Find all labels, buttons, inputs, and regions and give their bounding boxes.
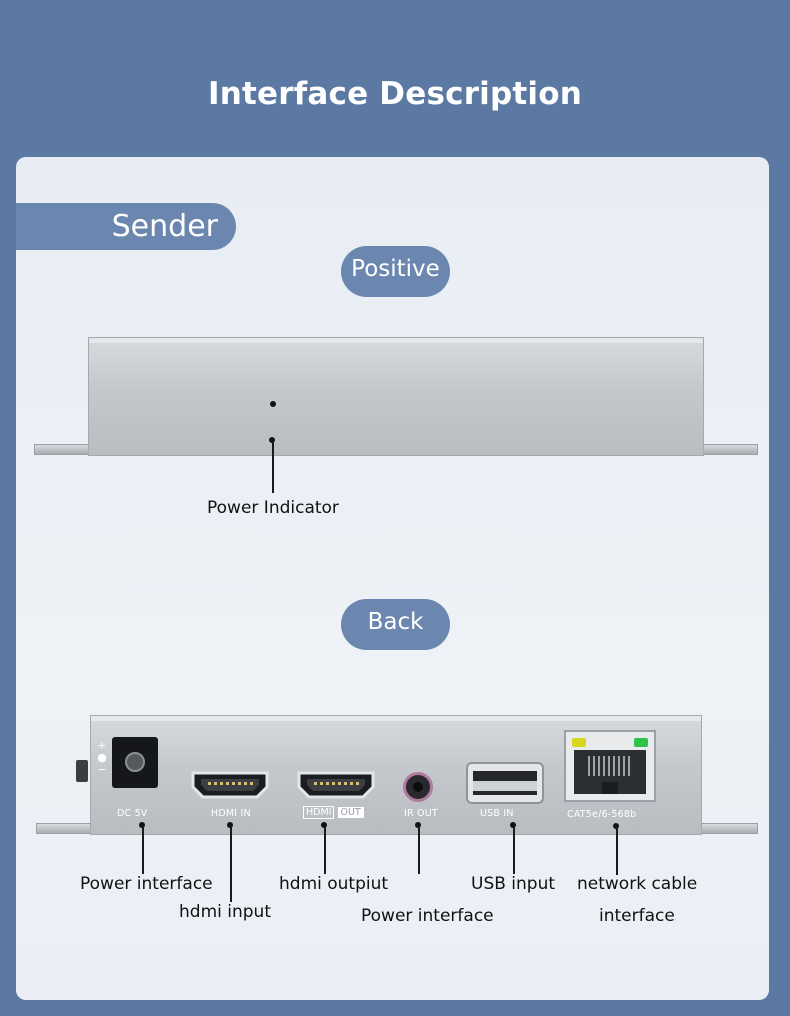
hdmi-out-port-icon <box>297 771 375 799</box>
front-right-flange <box>700 444 758 455</box>
power-interface-callout: Power interface <box>80 874 213 894</box>
ir-out-leader-line <box>418 826 420 874</box>
front-indicator-hole <box>270 401 276 407</box>
hdmi-out-leader-line <box>324 826 326 874</box>
usb-leader-dot <box>510 822 516 828</box>
back-view-badge: Back <box>341 599 450 650</box>
rj45-green-led <box>634 738 648 747</box>
rj45-port <box>564 730 656 802</box>
cat-port-label: CAT5e/6-568b <box>567 809 637 820</box>
usb-tongue <box>473 781 537 791</box>
hdmi-in-port-icon <box>191 771 269 799</box>
ir-out-jack <box>403 772 433 802</box>
page-title: Interface Description <box>207 76 583 112</box>
front-left-flange <box>34 444 92 455</box>
hdmi-output-callout: hdmi outpiut <box>279 874 389 894</box>
usb-input-callout: USB input <box>471 874 556 894</box>
usb-in-port-label: USB IN <box>480 808 514 819</box>
hdmi-out-label-boxed: HDMI <box>303 806 335 819</box>
hdmi-in-port-label: HDMI IN <box>211 808 251 819</box>
power-indicator-led <box>269 437 275 443</box>
rj45-contacts <box>588 756 632 776</box>
dc-power-jack <box>112 737 158 788</box>
dc-leader-dot <box>139 822 145 828</box>
usb-leader-line <box>513 826 515 874</box>
back-right-flange <box>700 823 758 834</box>
hdmi-out-leader-dot <box>321 822 327 828</box>
back-left-flange <box>36 823 94 834</box>
dc-port-label: DC 5V <box>117 808 148 819</box>
power-indicator-callout: Power Indicator <box>207 498 339 518</box>
ir-power-interface-callout: Power interface <box>361 906 494 926</box>
hdmi-in-leader-line <box>230 826 232 902</box>
hdmi-in-leader-dot <box>227 822 233 828</box>
usb-port-slot <box>473 771 537 795</box>
network-cable-callout-line2: interface <box>599 906 675 926</box>
dc-jack-hole-icon <box>125 752 145 772</box>
back-side-screw <box>76 760 88 782</box>
hdmi-out-label-plain: OUT <box>337 807 364 818</box>
dc-leader-line <box>142 826 144 874</box>
network-leader-dot <box>613 823 619 829</box>
rj45-yellow-led <box>572 738 586 747</box>
section-tab-label: Sender <box>111 209 218 244</box>
polarity-symbol-icon: +●− <box>97 739 107 776</box>
device-top-edge <box>89 338 703 343</box>
device-top-edge <box>91 716 701 721</box>
hdmi-input-callout: hdmi input <box>179 902 271 922</box>
ir-out-port-label: IR OUT <box>404 808 438 819</box>
network-cable-callout-line1: network cable <box>577 874 698 894</box>
rj45-latch <box>602 782 618 794</box>
front-device-panel <box>88 337 704 456</box>
interface-panel: Sender Positive Power Indicator Back +●−… <box>16 157 769 1000</box>
ir-out-leader-dot <box>415 822 421 828</box>
hdmi-out-port-label: HDMI OUT <box>303 806 364 819</box>
rj45-socket <box>574 750 646 794</box>
section-tab-sender: Sender <box>16 203 236 250</box>
front-view-badge: Positive <box>341 246 450 297</box>
ir-jack-hole-icon <box>413 782 423 792</box>
power-indicator-leader-line <box>272 441 274 493</box>
network-leader-line <box>616 827 618 875</box>
usb-in-port <box>466 762 544 804</box>
